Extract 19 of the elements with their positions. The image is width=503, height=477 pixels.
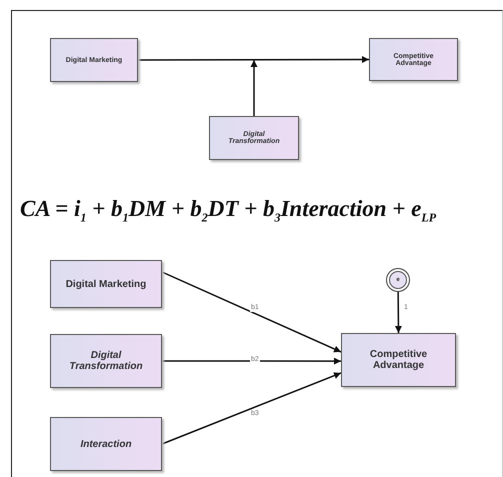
variable-box — [341, 333, 456, 387]
equation: CA = i$_{1}$ + b$_{1}$DM + b$_{2}$DT + b$_{3}$Interaction + e$_{LP}$ — [20, 196, 438, 226]
variable-box — [209, 116, 299, 160]
error-circle — [389, 271, 407, 289]
node-label: Interaction — [80, 438, 132, 450]
variable-box — [50, 38, 138, 82]
node-label: Digital Transformation — [68, 350, 144, 372]
arrow — [162, 372, 342, 445]
variable-box — [50, 334, 162, 388]
variable-box — [369, 38, 458, 81]
arrow — [394, 291, 402, 333]
node-label: Digital Marketing — [66, 278, 146, 290]
arrow — [162, 271, 342, 353]
arrow — [138, 56, 369, 64]
arrow — [162, 358, 341, 365]
variable-box — [50, 260, 162, 308]
node-label: Competitive Advantage — [368, 349, 428, 371]
arrow — [250, 60, 258, 116]
variable-box — [50, 417, 162, 471]
